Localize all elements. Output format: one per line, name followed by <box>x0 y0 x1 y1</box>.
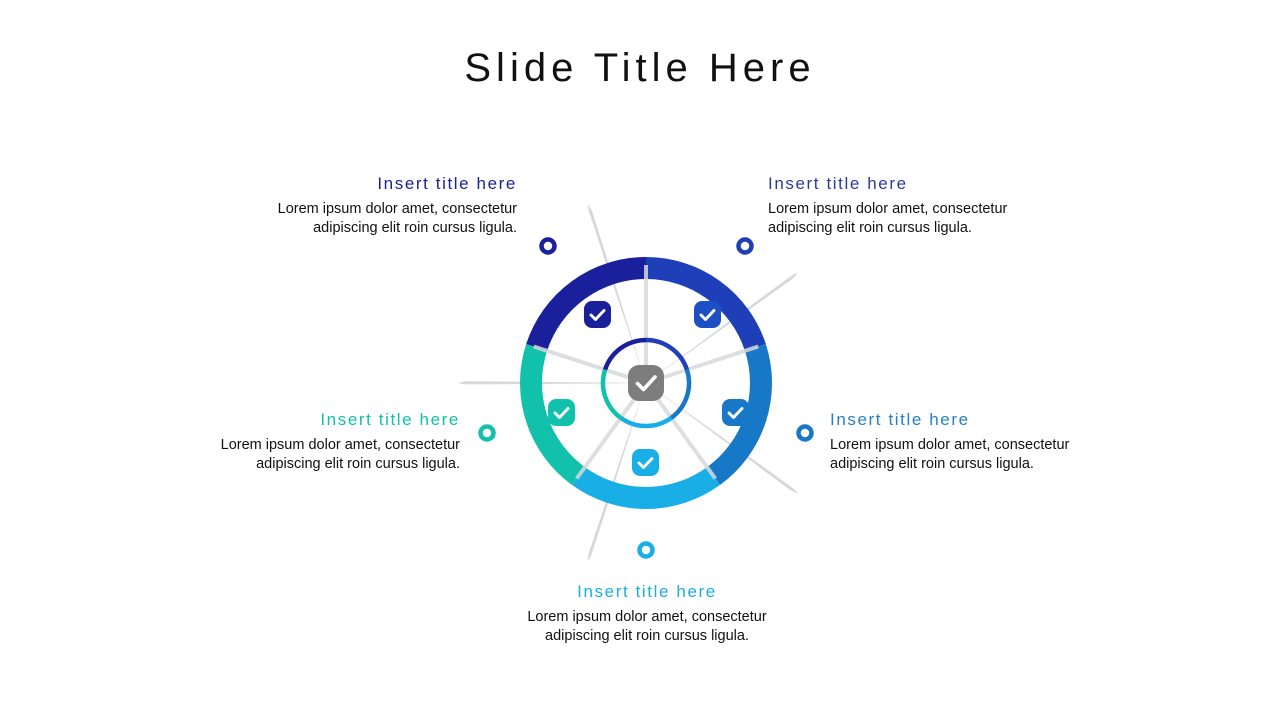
callout-mid-right: Insert title here Lorem ipsum dolor amet… <box>830 410 1125 473</box>
callout-body: Lorem ipsum dolor amet, consectetur adip… <box>768 201 1008 236</box>
inner-ring <box>600 337 692 429</box>
marker-bottom[interactable] <box>637 541 655 559</box>
inner-seg-top-right[interactable] <box>645 337 690 371</box>
marker-top-left[interactable] <box>539 237 557 255</box>
check-icon <box>699 309 716 321</box>
marker-right[interactable] <box>796 424 814 442</box>
radial-wheel-diagram <box>446 183 846 583</box>
segment-badge-top-left[interactable] <box>584 301 611 328</box>
outer-seg-bottom[interactable] <box>571 466 721 509</box>
ring-markers <box>478 237 814 559</box>
callout-mid-left: Insert title here Lorem ipsum dolor amet… <box>165 410 460 473</box>
check-icon <box>589 309 606 321</box>
inner-seg-right[interactable] <box>669 369 692 420</box>
page-title: Slide Title Here <box>464 46 816 90</box>
segment-badge-left[interactable] <box>548 399 575 426</box>
segment-badge-bottom[interactable] <box>632 449 659 476</box>
callout-bottom: Insert title here Lorem ipsum dolor amet… <box>496 582 798 645</box>
callout-title: Insert title here <box>377 174 517 193</box>
outer-seg-right[interactable] <box>706 344 772 485</box>
callout-body: Lorem ipsum dolor amet, consectetur adip… <box>277 201 517 236</box>
callout-body: Lorem ipsum dolor amet, consectetur adip… <box>220 437 460 472</box>
spoke-lines <box>458 204 799 562</box>
center-check-badge[interactable] <box>628 365 664 401</box>
outer-seg-top-right[interactable] <box>645 257 766 352</box>
check-icon <box>635 375 657 392</box>
check-icon <box>553 407 570 419</box>
callout-top-right: Insert title here Lorem ipsum dolor amet… <box>768 174 1070 237</box>
callout-title: Insert title here <box>577 582 717 601</box>
outer-seg-top-left[interactable] <box>526 257 647 352</box>
inner-seg-top-left[interactable] <box>602 337 647 371</box>
marker-left[interactable] <box>478 424 496 442</box>
marker-top-right[interactable] <box>736 237 754 255</box>
callout-top-left: Insert title here Lorem ipsum dolor amet… <box>215 174 517 237</box>
outer-ring <box>520 257 772 509</box>
callout-body: Lorem ipsum dolor amet, consectetur adip… <box>830 437 1070 472</box>
inner-seg-bottom[interactable] <box>619 415 673 429</box>
check-icon <box>727 407 744 419</box>
segment-badge-right[interactable] <box>722 399 749 426</box>
callout-title: Insert title here <box>830 410 970 429</box>
callout-title: Insert title here <box>768 174 908 193</box>
callout-title: Insert title here <box>320 410 460 429</box>
segment-badge-top-right[interactable] <box>694 301 721 328</box>
inner-seg-left[interactable] <box>600 369 623 420</box>
outer-seg-left[interactable] <box>520 344 586 485</box>
callout-body: Lorem ipsum dolor amet, consectetur adip… <box>527 609 767 644</box>
check-icon <box>637 457 654 469</box>
